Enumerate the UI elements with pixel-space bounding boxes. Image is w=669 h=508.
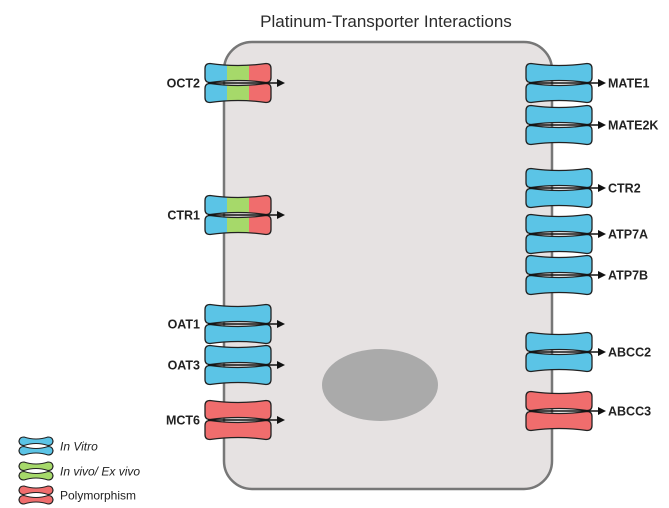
transporter-segment-bottom — [525, 351, 593, 373]
legend-swatch-top — [18, 485, 54, 496]
transporter-segment-top — [525, 104, 593, 126]
transporter-label: OAT3 — [168, 359, 200, 373]
evidence-band-in_vivo — [227, 195, 250, 215]
transporter-segment-top — [525, 390, 593, 412]
evidence-band-polymorphism — [249, 195, 271, 215]
evidence-band-polymorphism — [249, 83, 271, 103]
transporter-oat1: OAT1 — [168, 303, 285, 345]
transporter-mate2k: MATE2K — [525, 104, 658, 146]
transporter-abcc3: ABCC3 — [525, 390, 651, 432]
evidence-band-in_vitro — [205, 63, 228, 83]
transporter-mate1: MATE1 — [525, 62, 649, 104]
cell-body — [222, 40, 554, 491]
transporter-segment-bottom — [525, 274, 593, 296]
transporter-label: CTR1 — [167, 209, 200, 223]
transporter-segment-bottom — [204, 364, 272, 386]
evidence-band-in_vitro — [205, 215, 228, 235]
arrow-head-icon — [598, 184, 606, 192]
transporter-label: ABCC2 — [608, 346, 651, 360]
legend-swatch-top — [18, 461, 54, 472]
transporter-atp7a: ATP7A — [525, 213, 648, 255]
diagram-title: Platinum-Transporter Interactions — [260, 12, 512, 31]
transporter-atp7b: ATP7B — [525, 254, 648, 296]
transporter-label: CTR2 — [608, 182, 641, 196]
transporter-segment-top — [204, 303, 272, 325]
nucleus — [322, 349, 438, 421]
legend-swatch-bottom — [18, 470, 54, 481]
transporter-label: ATP7A — [608, 228, 648, 242]
transporter-label: MATE2K — [608, 119, 658, 133]
legend-swatch-bottom — [18, 494, 54, 505]
transporter-segment-top — [525, 213, 593, 235]
transporter-label: ABCC3 — [608, 405, 651, 419]
legend-label: In vivo/ Ex vivo — [60, 465, 140, 479]
legend-label: In Vitro — [60, 440, 98, 454]
transporter-segment-bottom — [525, 124, 593, 146]
transporter-ctr2: CTR2 — [525, 167, 641, 209]
transporter-segment-top — [525, 62, 593, 84]
transporter-segment-top — [204, 344, 272, 366]
transporter-segment-top — [204, 399, 272, 421]
transporter-label: OCT2 — [167, 77, 200, 91]
arrow-head-icon — [598, 348, 606, 356]
legend-label: Polymorphism — [60, 489, 136, 503]
transporter-ctr1: CTR1 — [167, 194, 285, 236]
legend-swatch-bottom — [18, 445, 54, 456]
arrow-head-icon — [598, 79, 606, 87]
transporter-oct2: OCT2 — [167, 62, 285, 104]
arrow-head-icon — [598, 407, 606, 415]
transporter-label: MCT6 — [166, 414, 200, 428]
legend-item-in_vitro: In Vitro — [18, 436, 98, 456]
arrow-head-icon — [277, 361, 285, 369]
transporter-abcc2: ABCC2 — [525, 331, 651, 373]
arrow-head-icon — [598, 271, 606, 279]
transporter-oat3: OAT3 — [168, 344, 285, 386]
evidence-band-in_vitro — [205, 195, 228, 215]
arrow-head-icon — [277, 416, 285, 424]
transporter-segment-top — [525, 331, 593, 353]
legend-item-in_vivo: In vivo/ Ex vivo — [18, 461, 140, 481]
legend-item-polymorphism: Polymorphism — [18, 485, 136, 505]
transporter-segment-bottom — [204, 419, 272, 441]
arrow-head-icon — [277, 211, 285, 219]
transporter-segment-bottom — [204, 323, 272, 345]
evidence-band-in_vivo — [227, 215, 250, 235]
evidence-band-polymorphism — [249, 215, 271, 235]
transporter-mct6: MCT6 — [166, 399, 285, 441]
transporter-segment-top — [525, 254, 593, 276]
arrow-head-icon — [598, 230, 606, 238]
arrow-head-icon — [277, 79, 285, 87]
arrow-head-icon — [277, 320, 285, 328]
transporter-label: OAT1 — [168, 318, 200, 332]
evidence-band-in_vivo — [227, 83, 250, 103]
legend-swatch-top — [18, 436, 54, 447]
transporter-label: ATP7B — [608, 269, 648, 283]
evidence-band-in_vitro — [205, 83, 228, 103]
transporter-label: MATE1 — [608, 77, 649, 91]
evidence-band-polymorphism — [249, 63, 271, 83]
transporter-segment-bottom — [525, 410, 593, 432]
transporter-segment-bottom — [525, 233, 593, 255]
transporter-segment-top — [525, 167, 593, 189]
evidence-band-in_vivo — [227, 63, 250, 83]
arrow-head-icon — [598, 121, 606, 129]
transporter-segment-bottom — [525, 82, 593, 104]
transporter-segment-bottom — [525, 187, 593, 209]
